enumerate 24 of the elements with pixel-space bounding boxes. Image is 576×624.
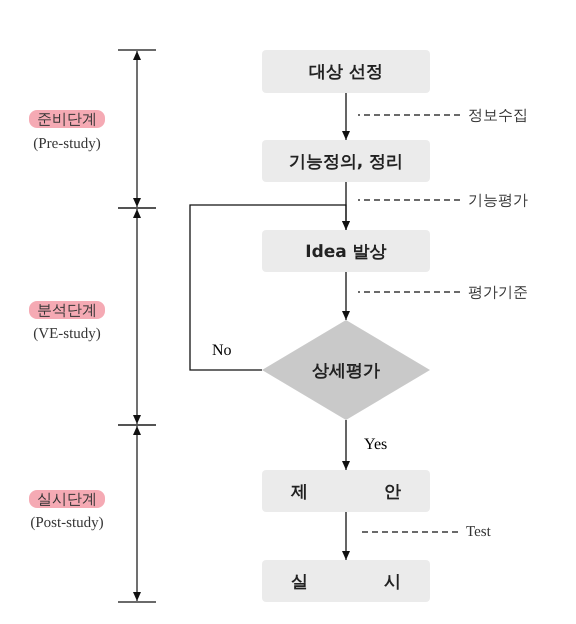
arrow — [342, 420, 350, 470]
leader-line — [358, 199, 460, 201]
arrow — [342, 93, 350, 140]
stage-title: 실시단계 — [29, 490, 105, 508]
arrow — [342, 272, 350, 320]
stage-title: 준비단계 — [29, 110, 105, 128]
annotation-text: Test — [466, 521, 556, 543]
annotation-text: 기능평가 — [468, 189, 558, 211]
arrow — [342, 512, 350, 560]
decision-diamond: 상세평가 — [262, 320, 430, 420]
stage-subtitle: (VE-study) — [33, 326, 101, 342]
stage-title: 분석단계 — [29, 301, 105, 319]
process-box: 제 안 — [262, 470, 430, 512]
process-box: 대상 선정 — [262, 50, 430, 93]
leader-line — [358, 114, 460, 116]
stage-subtitle: (Pre-study) — [33, 136, 101, 152]
annotation-text: 정보수집 — [468, 104, 558, 126]
stage-subtitle: (Post-study) — [30, 515, 104, 531]
process-box: Idea 발상 — [262, 230, 430, 272]
process-box: 기능정의, 정리 — [262, 140, 430, 182]
leader-line — [358, 291, 460, 293]
arrow — [189, 204, 350, 371]
annotation-text: 평가기준 — [468, 281, 558, 303]
process-box: 실 시 — [262, 560, 430, 602]
